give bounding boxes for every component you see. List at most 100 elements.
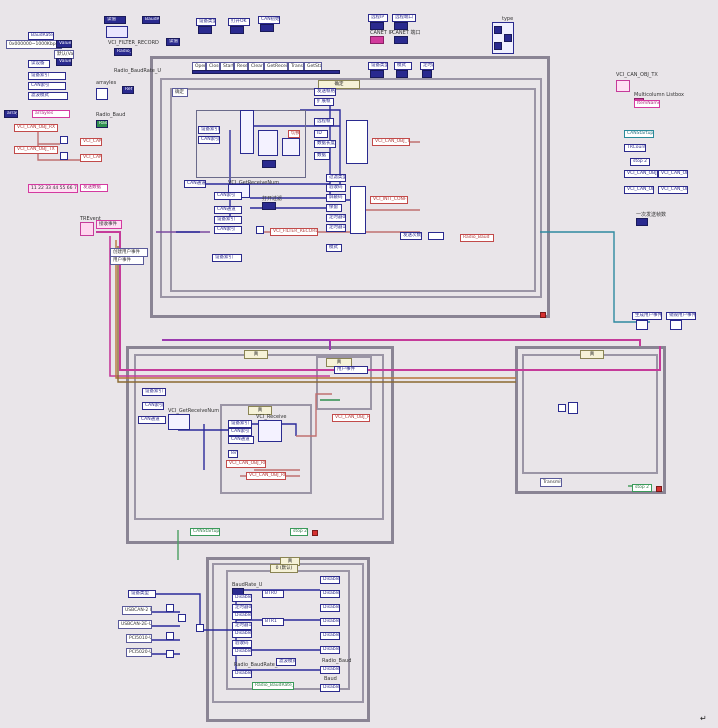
- eq-node-d: [166, 650, 174, 658]
- eq-node-c: [166, 632, 174, 640]
- main-case-structure: [170, 88, 536, 292]
- timing1-bottom: 定时器1: [232, 622, 252, 630]
- disabled-r5: Disabled: [320, 632, 340, 640]
- acc-code-bottom: 验收码: [232, 640, 252, 648]
- main-button-indicators: [192, 70, 340, 74]
- disabled-c: Disabled: [232, 630, 252, 638]
- reserved-tag: 保留: [326, 204, 342, 212]
- ext-frame-tag: 扩展帧: [314, 98, 334, 106]
- disabled-e: Disabled: [232, 670, 252, 678]
- trevent-control[interactable]: [80, 222, 94, 236]
- radio-baudrate-indicator: Radio_BaudRate_U: [114, 48, 132, 56]
- disabled-a: Disabled: [232, 594, 252, 602]
- canet-ip-ind: [370, 36, 384, 44]
- vci-filter-record-label: VCI_FILTER_RECORD: [108, 40, 159, 46]
- can-channel-inner: CAN通道: [228, 436, 254, 444]
- main-button-row: OpenDev CloseDev StartCAN ResetCAN Clear…: [192, 62, 322, 71]
- build-array-node-b: [60, 152, 68, 160]
- transmit-node-b: [568, 402, 578, 414]
- remote-frame-tag: 远程帧: [314, 118, 334, 126]
- can-index-tag: CAN索引: [28, 82, 66, 90]
- destroy-event-node: [670, 320, 682, 330]
- inner-case-selector: 真: [248, 406, 272, 415]
- remote-port-tag: 远程端口: [392, 14, 416, 22]
- type-label: type: [502, 16, 514, 22]
- canstartup-tag: CANStartup: [624, 130, 654, 138]
- mode-tag: 模式: [394, 62, 412, 70]
- type-ind-a: [494, 26, 502, 34]
- dev-index-mid: 设备索引: [142, 388, 166, 396]
- generate-event-tag: 生成用户事件: [632, 312, 662, 320]
- open-filter-label: 打开过滤: [262, 196, 283, 202]
- mode-ind: [396, 70, 408, 78]
- radio-baud-b-label: Radio_Baud: [322, 658, 352, 664]
- send-count-node: [428, 232, 444, 240]
- disabled-r7: Disabled: [320, 666, 340, 674]
- dev-index-inner: 设备索引: [228, 420, 252, 428]
- start-can-node: [282, 138, 300, 156]
- canet-ip-label: CANET IP: [370, 30, 393, 36]
- filter-type-tag: 过滤类型: [326, 174, 346, 182]
- open-ok-tag: 打开OK: [228, 18, 250, 26]
- getreceivenum-mid: [168, 414, 190, 430]
- value-indicator-a: Value: [56, 40, 72, 48]
- timing0-bottom: 定时器0: [232, 604, 252, 612]
- baudrate-control-tag: BaudRate_U: [28, 32, 54, 40]
- disabled-r6: Disabled: [320, 646, 340, 654]
- dev-type-bottom: 设备类型: [128, 590, 156, 598]
- type-ind-c: [494, 42, 502, 50]
- pci5020u-const: PCI5020-U: [126, 648, 152, 657]
- can-index-inner: CAN索引: [228, 428, 252, 436]
- id-tag: ID: [314, 130, 328, 138]
- init-can-node: [258, 130, 278, 156]
- hex-string-control[interactable]: 11 22 33 44 55 66 77 88: [28, 184, 78, 193]
- send-data-tag: 发送数据: [80, 184, 108, 192]
- can-index-mid: CAN索引: [142, 402, 164, 410]
- send-times-label: 一次发送帧数: [636, 212, 667, 218]
- radio-baud-main: Radio_Baud: [460, 234, 494, 242]
- rx-node-label: VCI_GetReceiveNum: [168, 408, 220, 414]
- vci-can-obj-rx-tag: VCI_CAN_OBJ_RX: [14, 124, 58, 132]
- dev-index-node-b: 设备索引: [212, 254, 242, 262]
- mode-tag-b: 模式: [326, 244, 342, 252]
- dev-index-tag-main: 设备索引: [198, 126, 220, 134]
- arrayles-label: arrayles: [96, 80, 117, 86]
- baud-ctl-label: BaudRate_U: [232, 582, 263, 588]
- vci-can-obj-tx-tag: VCI_CAN_OBJ_TX: [14, 146, 58, 154]
- canet-port-ind: [394, 36, 408, 44]
- ref-indicator: Ref: [122, 86, 134, 94]
- vci-can-obj-tn-tag: VCI_CAN_OBJ_TN: [658, 186, 688, 194]
- can-channel-tag: CAN通道: [184, 180, 206, 188]
- disabled-r3: Disabled: [320, 604, 340, 612]
- acc-mask-tag: 屏蔽码: [326, 194, 346, 202]
- acc-code-tag: 验收码: [326, 184, 346, 192]
- tx-bundle-node: [346, 120, 368, 164]
- pci5010u-const: PCI5010-U: [126, 634, 152, 643]
- dev-type-tag-top: 设备类型: [196, 18, 216, 26]
- vci-receive-node: [258, 420, 282, 442]
- vci-can-obj-rn-inner: VCI_CAN_OBJ_RN: [226, 460, 266, 468]
- vci-filter-record-main: VCI_FILTER_RECORD: [270, 228, 318, 236]
- main-event-selector: 确定: [318, 80, 360, 89]
- type-ind-b: [504, 34, 512, 42]
- timer-ind: [422, 70, 432, 78]
- vci-can-obj-tx-right-label: VCI_CAN_OBJ_TX: [616, 72, 658, 78]
- can-channel-node: CAN通道: [214, 206, 242, 214]
- scroll-corner-icon: ↵: [700, 714, 707, 723]
- radio-baud-bottom-tag: Radio_BaudRate_U: [252, 682, 294, 690]
- stop2-right-tag: stop 2: [632, 484, 652, 492]
- remote-ip-tag: 远程IP: [368, 14, 388, 22]
- can-init-tag: CAN初始化: [258, 16, 280, 24]
- open-filter-ind: [262, 202, 276, 210]
- main-case-selector: 确定: [172, 88, 188, 97]
- open-filter-flag: 切换: [288, 130, 300, 138]
- stop2-tag: stop 2: [630, 158, 650, 166]
- baud-list-ring[interactable]: 0x000000~1000Kbps: [6, 40, 62, 49]
- trevent-label: TREvent: [80, 216, 101, 222]
- receive-while-loop: [126, 346, 394, 544]
- filter-bundle-node: [256, 226, 264, 234]
- send-frame-tag: 发送帧格式: [314, 88, 336, 96]
- receive-inner-case: [220, 404, 312, 494]
- filter-bottom: 滤波模式: [276, 658, 296, 666]
